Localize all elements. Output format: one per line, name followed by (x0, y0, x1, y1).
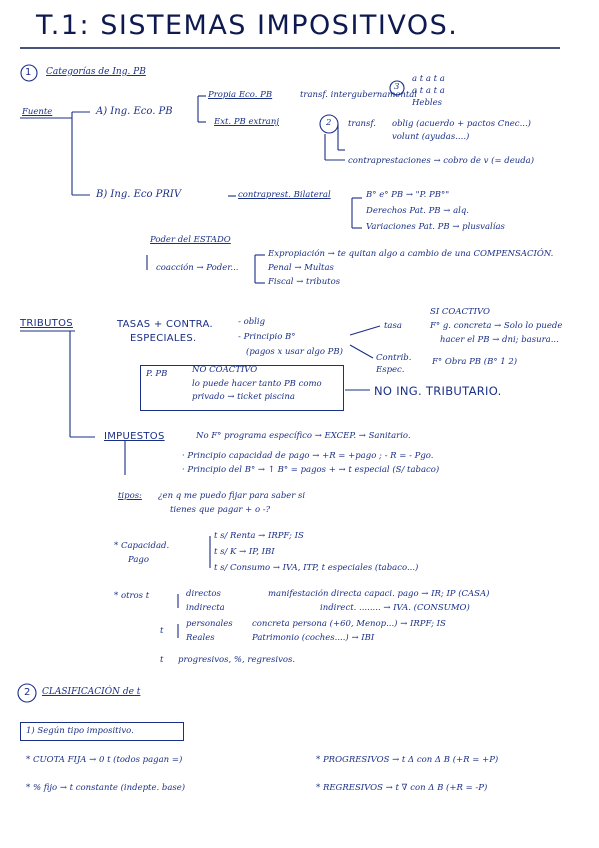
t-label: t (160, 655, 164, 665)
section-1-heading: Categorías de Ing. PB (46, 67, 146, 77)
section-2-heading: CLASIFICACIÓN de t (42, 687, 141, 697)
ing-eco-pb-label: A) Ing. Eco. PB (96, 106, 173, 117)
list3-item: Hebles (412, 98, 442, 108)
directos-label: directos (186, 589, 221, 599)
circle-3-number: 3 (394, 82, 400, 92)
indirectos-desc: indirect. ........ → IVA. (CONSUMO) (320, 603, 470, 613)
oblig-label: oblig (acuerdo + pactos Cnec...) (392, 119, 531, 129)
personales-label: personales (186, 619, 233, 629)
principio-capacidad: · Principio capacidad de pago → +R = +pa… (182, 451, 434, 461)
impuestos-label: IMPUESTOS (104, 431, 165, 442)
reales-label: Reales (186, 633, 215, 643)
capacidad-label: * Capacidad. (114, 541, 170, 551)
transf2-label: transf. (348, 119, 376, 129)
section-1-number: 1 (25, 67, 32, 78)
otros-t-label: * otros t (114, 591, 150, 601)
poder-estado-label: Poder del ESTADO (150, 235, 231, 245)
cap-item: t s/ Renta → IRPF; IS (214, 531, 304, 541)
tipos-question-2: tienes que pagar + o -? (170, 505, 271, 515)
contraprestaciones-label: contraprestaciones → cobro de v (= deuda… (348, 156, 535, 166)
indirectos-label: indirecta (186, 603, 225, 613)
p-pb-box (140, 365, 344, 411)
coaccion-label: coacción → Poder... (156, 263, 239, 273)
section-2-number: 2 (24, 687, 31, 698)
poder-item: Fiscal → tributos (268, 277, 341, 287)
progresivos-line: progresivos, %, regresivos. (178, 655, 296, 665)
espec-label: Espec. (376, 365, 405, 375)
poder-item: Penal → Multas (268, 263, 334, 273)
transf-label: transf. intergubernamental (300, 90, 418, 100)
ext-label: Ext. PB extranj (214, 117, 279, 127)
contraprest-bilateral-label: contraprest. Bilateral (238, 190, 331, 200)
list3-item: a t a t a (412, 74, 445, 84)
personales-desc: concreta persona (+60, Menop...) → IRPF;… (252, 619, 446, 629)
contrib-line: F° Obra PB (B° 1 2) (432, 357, 518, 367)
tributos-oblig: - oblig (238, 317, 266, 327)
pp-line2: privado → ticket piscina (192, 392, 295, 402)
poder-item: Expropiación → te quitan algo a cambio d… (268, 249, 554, 259)
list3-item: a t a t a (412, 86, 445, 96)
tipo-impositivo-label: 1) Según tipo impositivo. (26, 726, 134, 736)
cap-item: t s/ K → IP, IBI (214, 547, 275, 557)
reales-desc: Patrimonio (coches....) → IBI (252, 633, 375, 643)
pago-label: Pago (128, 555, 149, 565)
principio-beneficio: · Principio del B° → ↑ B° = pagos + → t … (182, 465, 440, 475)
no-ing-tributario: NO ING. TRIBUTARIO. (374, 384, 502, 398)
tasas-label: TASAS + CONTRA. (117, 319, 213, 330)
no-coactivo: NO COACTIVO (192, 365, 258, 375)
t-label: t (160, 626, 164, 636)
regresivos: * REGRESIVOS → t ∇ con Δ B (+R = -P) (316, 783, 488, 793)
tributos-pagos: (pagos x usar algo PB) (246, 347, 343, 357)
ing-eco-priv-label: B) Ing. Eco PRIV (96, 189, 182, 200)
porcentaje-fijo: * % fijo → t constante (indepte. base) (26, 783, 186, 793)
progresivos: * PROGRESIVOS → t Δ con Δ B (+R = +P) (316, 755, 499, 765)
propios-label: Propia Eco. PB (208, 90, 273, 100)
page-title: T.1: SISTEMAS IMPOSITIVOS. (36, 10, 459, 41)
especiales-label: ESPECIALES. (130, 333, 197, 344)
b-item: B° e° PB → "P. PB°" (366, 190, 450, 200)
b-item: Variaciones Pat. PB → plusvalías (366, 222, 505, 232)
p-pb-label: P. PB (146, 369, 168, 379)
pp-line1: lo puede hacer tanto PB como (192, 379, 322, 389)
contrib-label: Contrib. (376, 353, 412, 363)
impuestos-line: No F° programa específico → EXCEP. → San… (196, 431, 411, 441)
volunt-label: volunt (ayudas....) (392, 132, 470, 142)
tributos-principio: - Principio B° (238, 332, 296, 342)
tipos-label: tipos: (118, 491, 142, 501)
si-coactivo: SI COACTIVO (430, 307, 490, 317)
tipos-question-1: ¿en q me puedo fijar para saber si (158, 491, 306, 501)
cuota-fija: * CUOTA FIJA → 0 t (todos pagan =) (26, 755, 183, 765)
cap-item: t s/ Consumo → IVA, ITP, t especiales (t… (214, 563, 419, 573)
circle-2-number: 2 (326, 118, 332, 128)
tasa-line2: hacer el PB → dni; basura... (440, 335, 559, 345)
b-item: Derechos Pat. PB → alq. (366, 206, 470, 216)
tasa-label: tasa (384, 321, 402, 331)
tipo-impositivo-box (20, 722, 184, 741)
tributos-label: TRIBUTOS (20, 318, 73, 329)
fuente-label: Fuente (22, 107, 53, 117)
directos-desc: manifestación directa capaci. pago → IR;… (268, 589, 490, 599)
tasa-line1: F° g. concreta → Solo lo puede (430, 321, 563, 331)
